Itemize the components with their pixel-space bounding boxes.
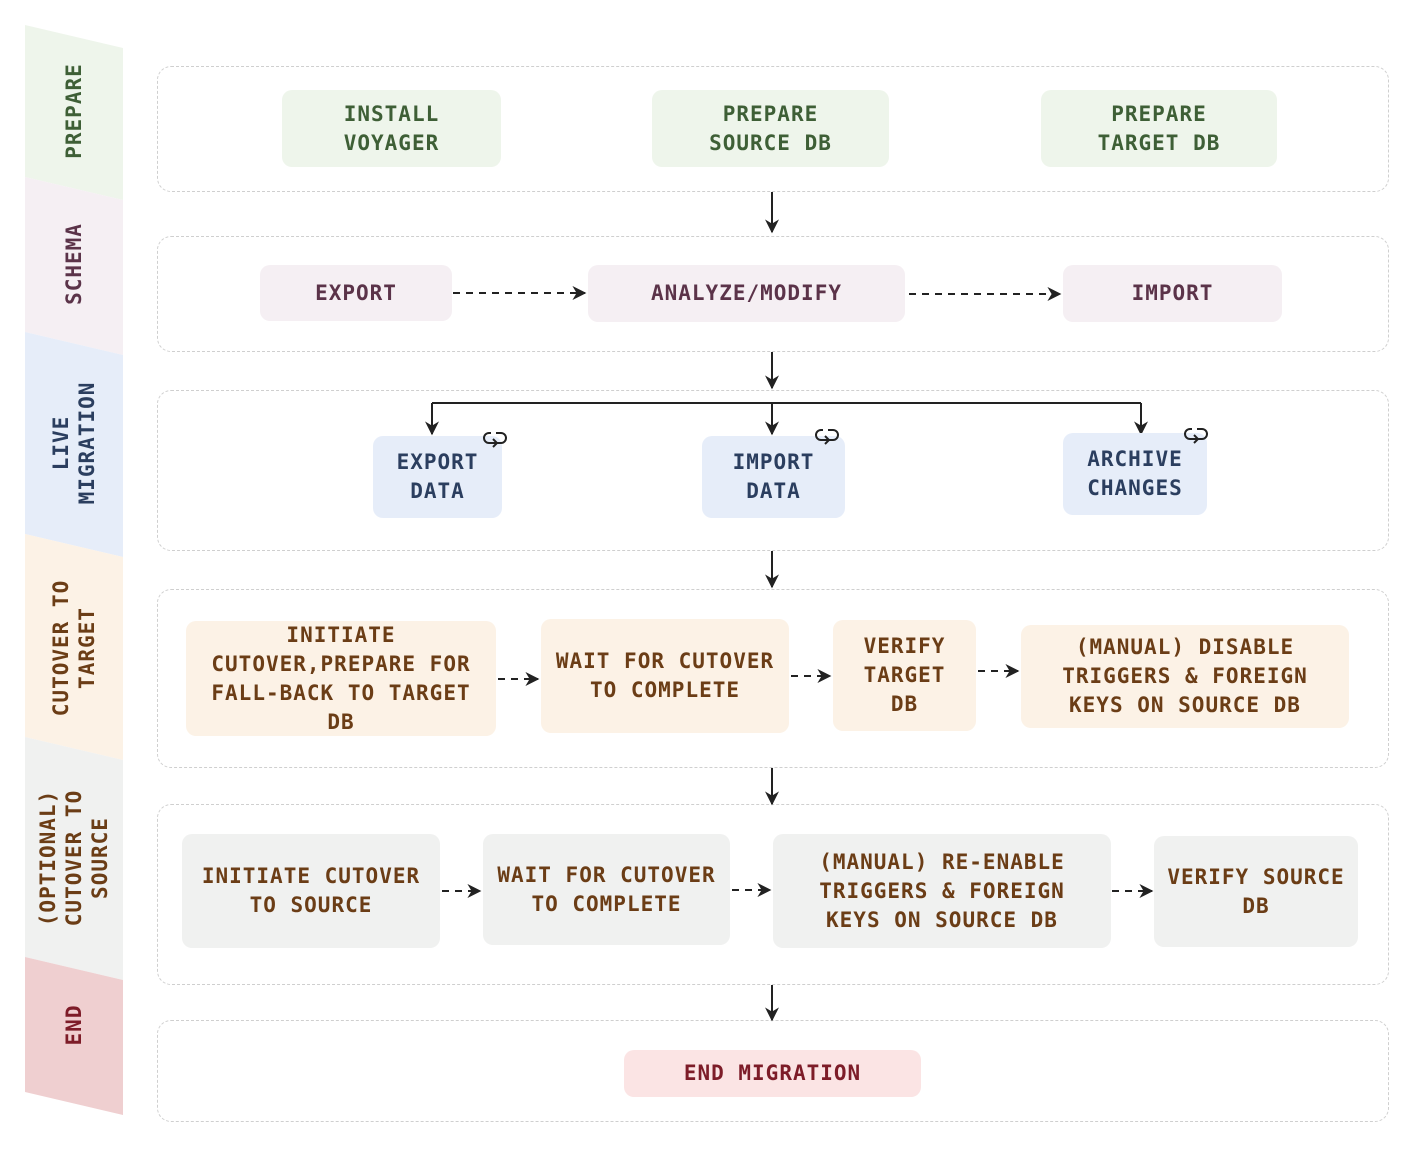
lane-stripe-schema [25, 177, 123, 355]
archive-changes-step: ARCHIVE CHANGES [1063, 433, 1207, 515]
wait-cutover-source-step: WAIT FOR CUTOVER TO COMPLETE [483, 834, 730, 945]
lane-stripe-prepare [25, 25, 123, 200]
initiate-cutover-target-step: INITIATE CUTOVER,PREPARE FOR FALL-BACK T… [186, 621, 496, 736]
schema-analyze-modify-step: ANALYZE/MODIFY [588, 265, 905, 322]
lane-stripe-live-migration [25, 332, 123, 557]
loop-icon-import-data [815, 429, 839, 445]
lane-schema [157, 236, 1389, 352]
export-data-step: EXPORT DATA [373, 436, 502, 518]
lane-stripe [25, 25, 123, 1115]
reenable-triggers-step: (MANUAL) RE-ENABLE TRIGGERS & FOREIGN KE… [773, 834, 1111, 948]
end-migration-step: END MIGRATION [624, 1050, 921, 1097]
schema-export-step: EXPORT [260, 265, 452, 321]
loop-icon-archive-changes [1184, 428, 1208, 444]
lane-cutover-to-target [157, 589, 1389, 768]
lane-stripe-end [25, 957, 123, 1115]
prepare-target-db-step: PREPARE TARGET DB [1041, 90, 1277, 167]
verify-source-db-step: VERIFY SOURCE DB [1154, 836, 1358, 947]
loop-icon-export-data [483, 432, 507, 448]
prepare-source-db-step: PREPARE SOURCE DB [652, 90, 889, 167]
initiate-cutover-source-step: INITIATE CUTOVER TO SOURCE [182, 834, 440, 948]
wait-cutover-target-step: WAIT FOR CUTOVER TO COMPLETE [541, 619, 789, 733]
lane-live-migration [157, 390, 1389, 551]
disable-triggers-step: (MANUAL) DISABLE TRIGGERS & FOREIGN KEYS… [1021, 625, 1349, 728]
install-voyager-step: INSTALL VOYAGER [282, 90, 501, 167]
schema-import-step: IMPORT [1063, 265, 1282, 322]
lane-stripe-cutover-source [25, 737, 123, 980]
import-data-step: IMPORT DATA [702, 436, 845, 518]
lane-stripe-cutover-target [25, 534, 123, 760]
lane-prepare [157, 66, 1389, 192]
verify-target-db-step: VERIFY TARGET DB [833, 620, 976, 731]
